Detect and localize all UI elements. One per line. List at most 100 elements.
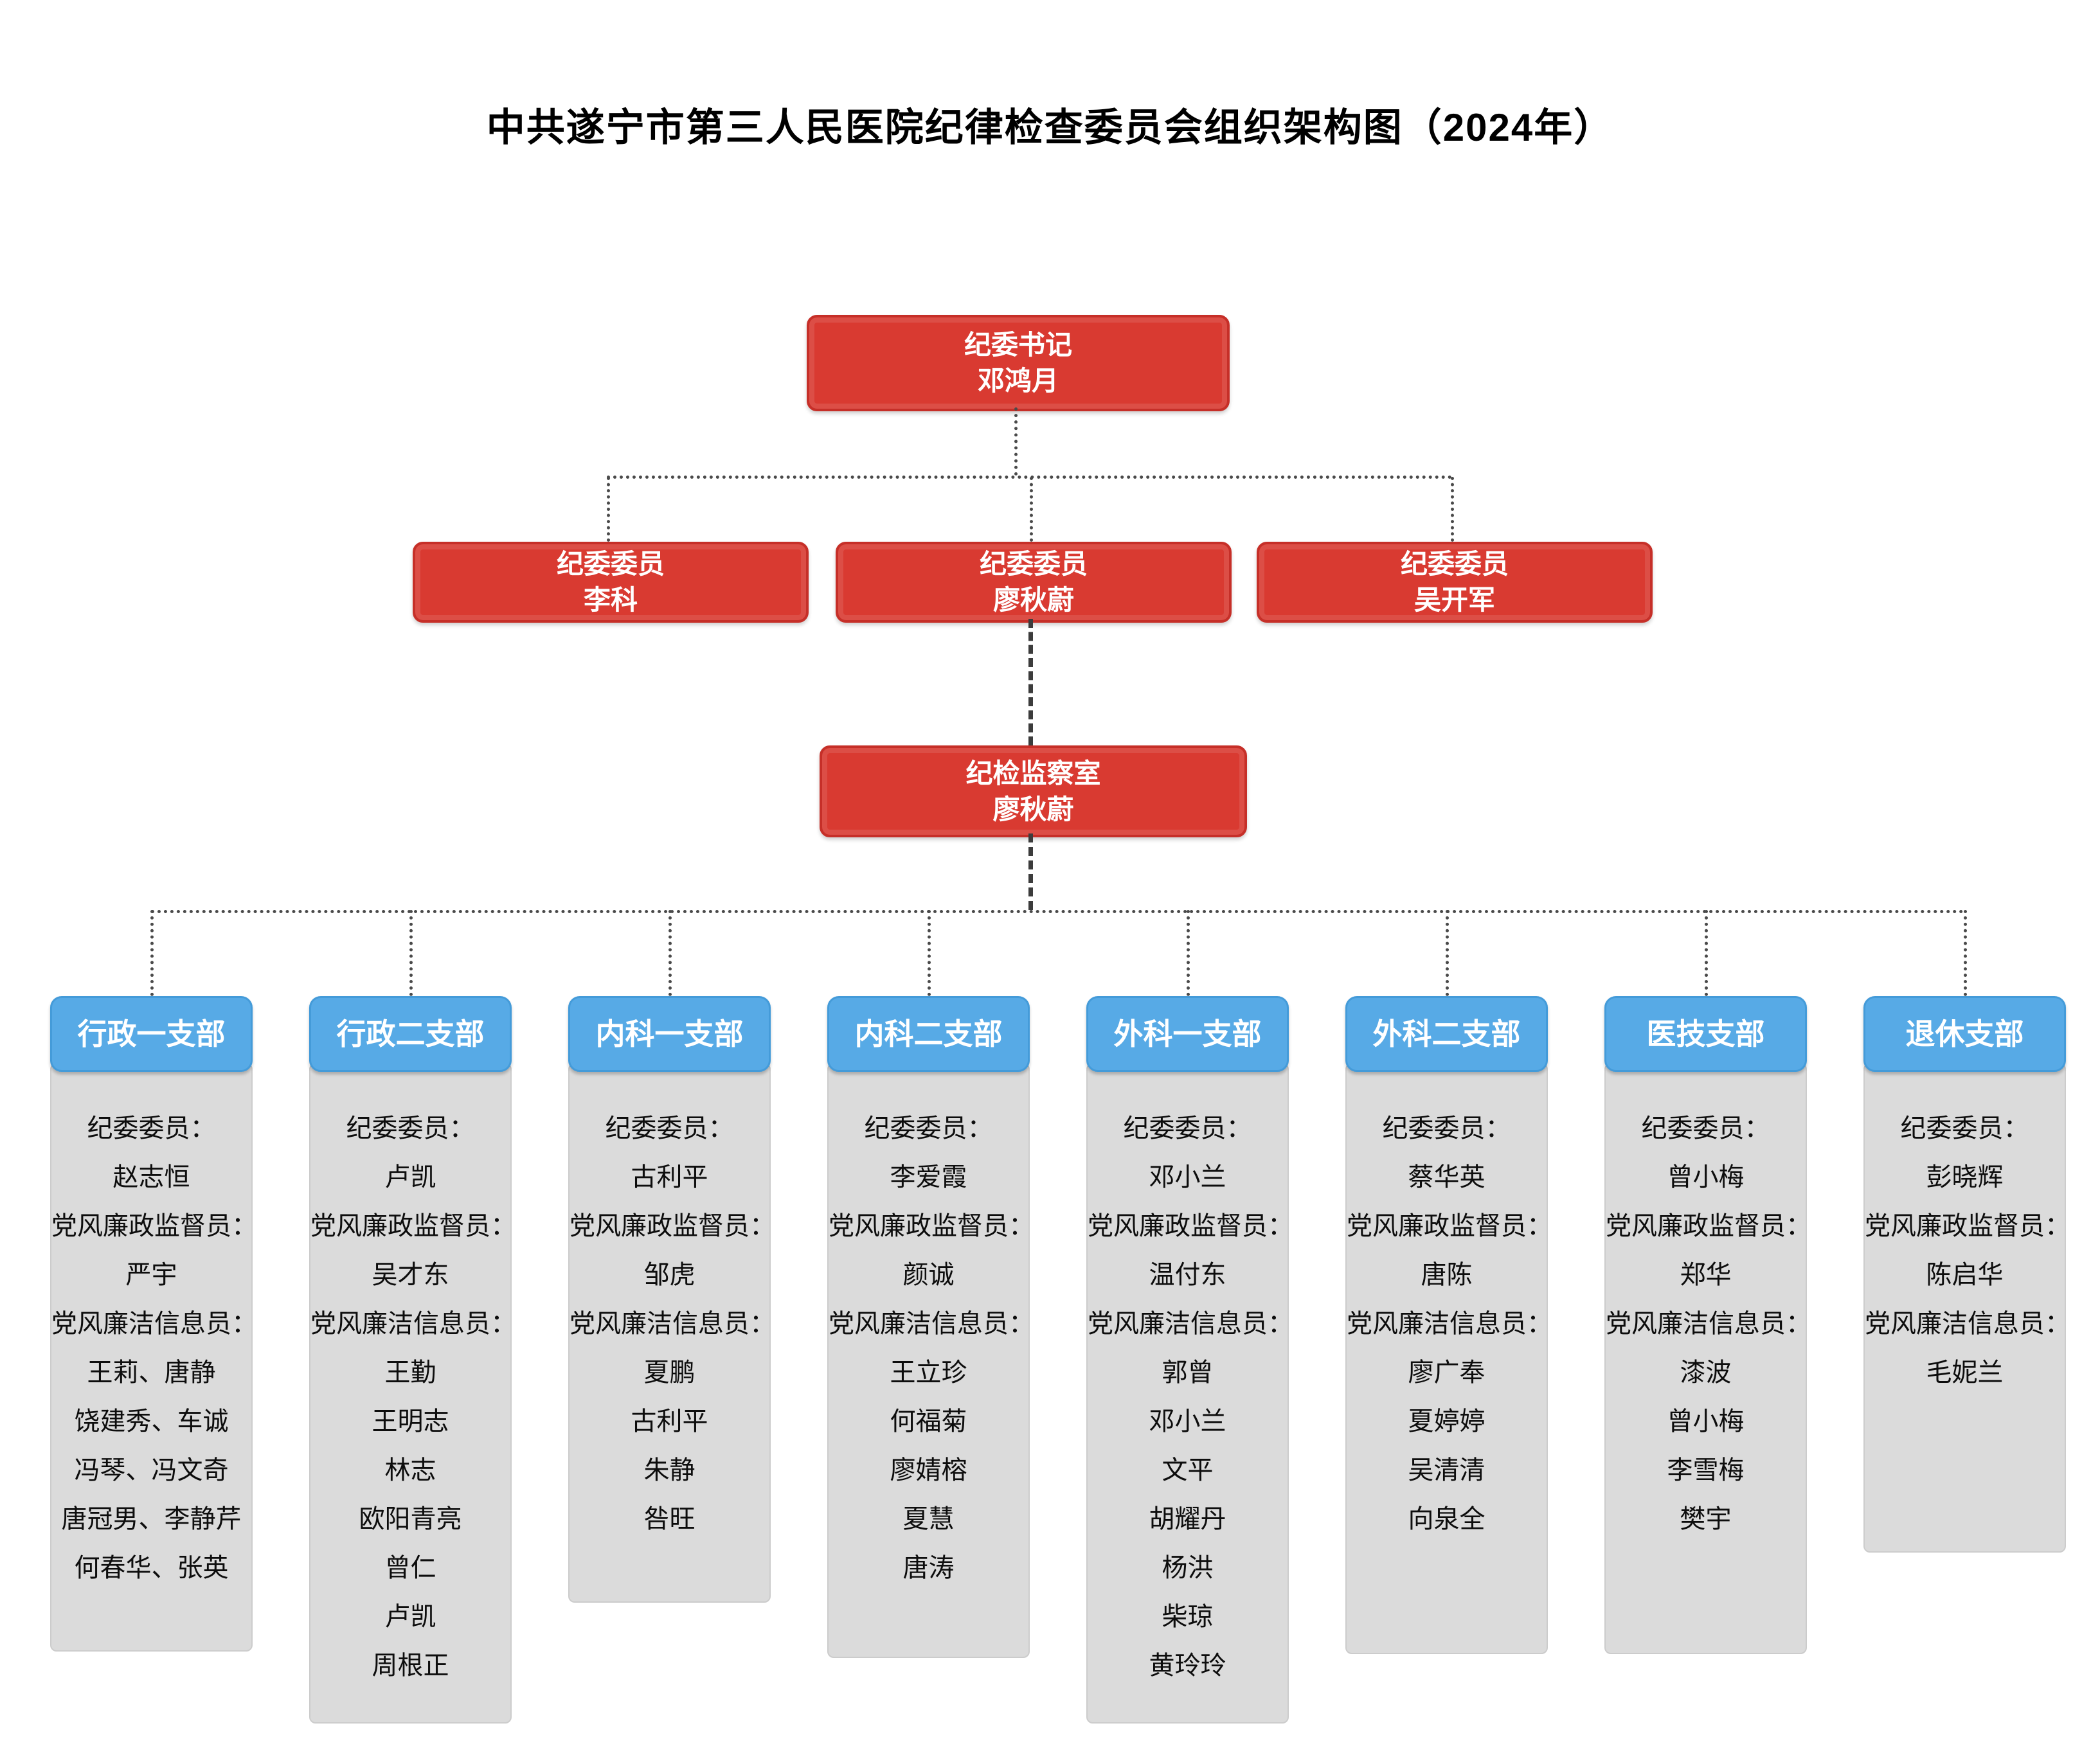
branch-column: 内科二支部纪委委员：李爱霞党风廉政监督员：颜诚党风廉洁信息员：王立珍何福菊廖婧榕… [827,996,1034,1658]
branch-role-label: 纪委委员： [346,1114,475,1143]
branch-person-name: 夏慧 [902,1504,955,1533]
branch-role-label: 党风廉政监督员： [310,1211,516,1240]
branch-person-name: 欧阳青亮 [359,1504,462,1533]
branch-person-name: 吴才东 [372,1260,449,1289]
branch-role-label: 纪委委员： [864,1114,993,1143]
branch-person-name: 漆波 [1680,1358,1732,1387]
branch-role-label: 纪委委员： [1641,1114,1770,1143]
branch-person-name: 廖广奉 [1408,1358,1485,1387]
org-box-office: 纪检监察室 廖秋蔚 [820,745,1247,837]
branch-person-name: 饶建秀、车诚 [74,1407,229,1436]
branch-column: 行政二支部纪委委员：卢凯党风廉政监督员：吴才东党风廉洁信息员：王勤王明志林志欧阳… [309,996,516,1724]
branch-body: 纪委委员： 彭晓辉党风廉政监督员： 陈启华党风廉洁信息员： 毛妮兰 [1863,1063,2070,1553]
branch-person-name: 卢凯 [384,1163,436,1191]
branch-body: 纪委委员：蔡华英党风廉政监督员：唐陈党风廉洁信息员：廖广奉夏婷婷吴清清向泉全 [1345,1063,1552,1654]
connector-line [1964,910,1967,996]
branch-person-name: 王明志 [372,1407,449,1436]
branch-body: 纪委委员：古利平党风廉政监督员：邹虎党风廉洁信息员：夏鹏古利平朱静咎旺 [568,1063,775,1603]
branch-header: 医技支部 [1604,996,1807,1072]
branch-person-name: 古利平 [631,1163,708,1191]
org-box-person: 吴开军 [1413,585,1495,615]
branch-person-name: 王立珍 [890,1358,967,1387]
connector-line [669,910,672,996]
branch-person-name: 李爱霞 [890,1163,967,1191]
connector-line [1028,833,1033,910]
branch-role-label: 党风廉政监督员： [1606,1211,1811,1240]
connector-line [151,910,1964,913]
connector-line [1028,619,1033,745]
branch-role-label: 党风廉洁信息员： [1088,1309,1293,1338]
branch-role-label: 党风廉洁信息员： [51,1309,257,1338]
branch-role-label: 纪委委员： [1123,1114,1252,1143]
branch-role-label: 党风廉政监督员： [829,1211,1034,1240]
connector-line [607,477,610,542]
branch-body: 纪委委员：卢凯党风廉政监督员：吴才东党风廉洁信息员：王勤王明志林志欧阳青亮曾仁卢… [309,1063,516,1724]
branch-person-name: 毛妮兰 [1926,1358,2004,1387]
branch-column: 外科一支部纪委委员：邓小兰党风廉政监督员：温付东党风廉洁信息员：郭曾邓小兰文平胡… [1086,996,1293,1724]
branch-body: 纪委委员：曾小梅党风廉政监督员：郑华党风廉洁信息员：漆波曾小梅李雪梅樊宇 [1604,1063,1811,1654]
branch-person-name: 黄玲玲 [1149,1651,1226,1680]
branch-person-name: 向泉全 [1408,1504,1485,1533]
org-box-person: 李科 [583,585,638,615]
connector-line [150,910,154,996]
branch-person-name: 蔡华英 [1408,1163,1485,1191]
org-box-person: 邓鸿月 [977,366,1059,396]
branch-person-name: 冯琴、冯文奇 [74,1456,229,1484]
branch-person-name: 彭晓辉 [1926,1163,2004,1191]
branch-role-label: 党风廉洁信息员： [1865,1309,2070,1338]
branch-role-label: 纪委委员： [87,1114,216,1143]
connector-line [1446,910,1449,996]
branch-body: 纪委委员：邓小兰党风廉政监督员：温付东党风廉洁信息员：郭曾邓小兰文平胡耀丹杨洪柴… [1086,1063,1293,1724]
branch-role-label: 党风廉政监督员： [1347,1211,1552,1240]
branch-person-name: 文平 [1162,1456,1214,1484]
connector-line [1451,477,1454,542]
org-box-title: 纪检监察室 [965,758,1101,788]
branch-person-name: 咎旺 [643,1504,696,1533]
branch-person-name: 古利平 [631,1407,708,1436]
branch-person-name: 邓小兰 [1149,1163,1226,1191]
branch-role-label: 党风廉政监督员： [51,1211,257,1240]
branch-person-name: 何春华、张英 [74,1553,229,1582]
branch-person-name: 颜诚 [902,1260,955,1289]
branch-person-name: 夏婷婷 [1408,1407,1485,1436]
connector-line [1705,910,1708,996]
branch-person-name: 卢凯 [384,1602,436,1631]
branch-person-name: 唐陈 [1421,1260,1473,1289]
branch-role-label: 纪委委员： [1900,1114,2029,1143]
branch-role-label: 党风廉洁信息员： [1347,1309,1552,1338]
org-box-title: 纪委委员 [556,549,665,579]
branch-person-name: 唐涛 [902,1553,955,1582]
connector-line [928,910,931,996]
org-box-title: 纪委委员 [979,549,1088,579]
branch-person-name: 王莉、唐静 [87,1358,216,1387]
branch-person-name: 何福菊 [890,1407,967,1436]
branch-person-name: 杨洪 [1162,1553,1214,1582]
branch-column: 退休支部纪委委员： 彭晓辉党风廉政监督员： 陈启华党风廉洁信息员： 毛妮兰 [1863,996,2070,1553]
branch-person-name: 夏鹏 [643,1358,696,1387]
branch-person-name: 严宇 [125,1260,177,1289]
branch-role-label: 党风廉政监督员： [1088,1211,1293,1240]
connector-line [1187,910,1190,996]
branch-person-name: 温付东 [1149,1260,1226,1289]
branch-person-name: 邓小兰 [1149,1407,1226,1436]
connector-line [409,910,413,996]
branch-person-name: 李雪梅 [1667,1456,1745,1484]
org-box-member-2: 纪委委员 廖秋蔚 [836,542,1232,623]
branch-role-label: 党风廉政监督员： [1865,1211,2070,1240]
branch-person-name: 柴琼 [1162,1602,1214,1631]
branch-person-name: 陈启华 [1926,1260,2004,1289]
branch-person-name: 王勤 [384,1358,436,1387]
branch-person-name: 吴清清 [1408,1456,1485,1484]
org-box-member-3: 纪委委员 吴开军 [1257,542,1653,623]
branch-person-name: 郭曾 [1162,1358,1214,1387]
branch-person-name: 胡耀丹 [1149,1504,1226,1533]
branch-header: 内科二支部 [827,996,1030,1072]
branch-header: 退休支部 [1863,996,2066,1072]
branch-role-label: 党风廉洁信息员： [1606,1309,1811,1338]
branch-header: 内科一支部 [568,996,771,1072]
branch-person-name: 赵志恒 [112,1163,190,1191]
branch-column: 行政一支部纪委委员：赵志恒党风廉政监督员：严宇党风廉洁信息员：王莉、唐静饶建秀、… [50,996,257,1652]
org-box-title: 纪委委员 [1400,549,1509,579]
branch-person-name: 周根正 [372,1651,449,1680]
